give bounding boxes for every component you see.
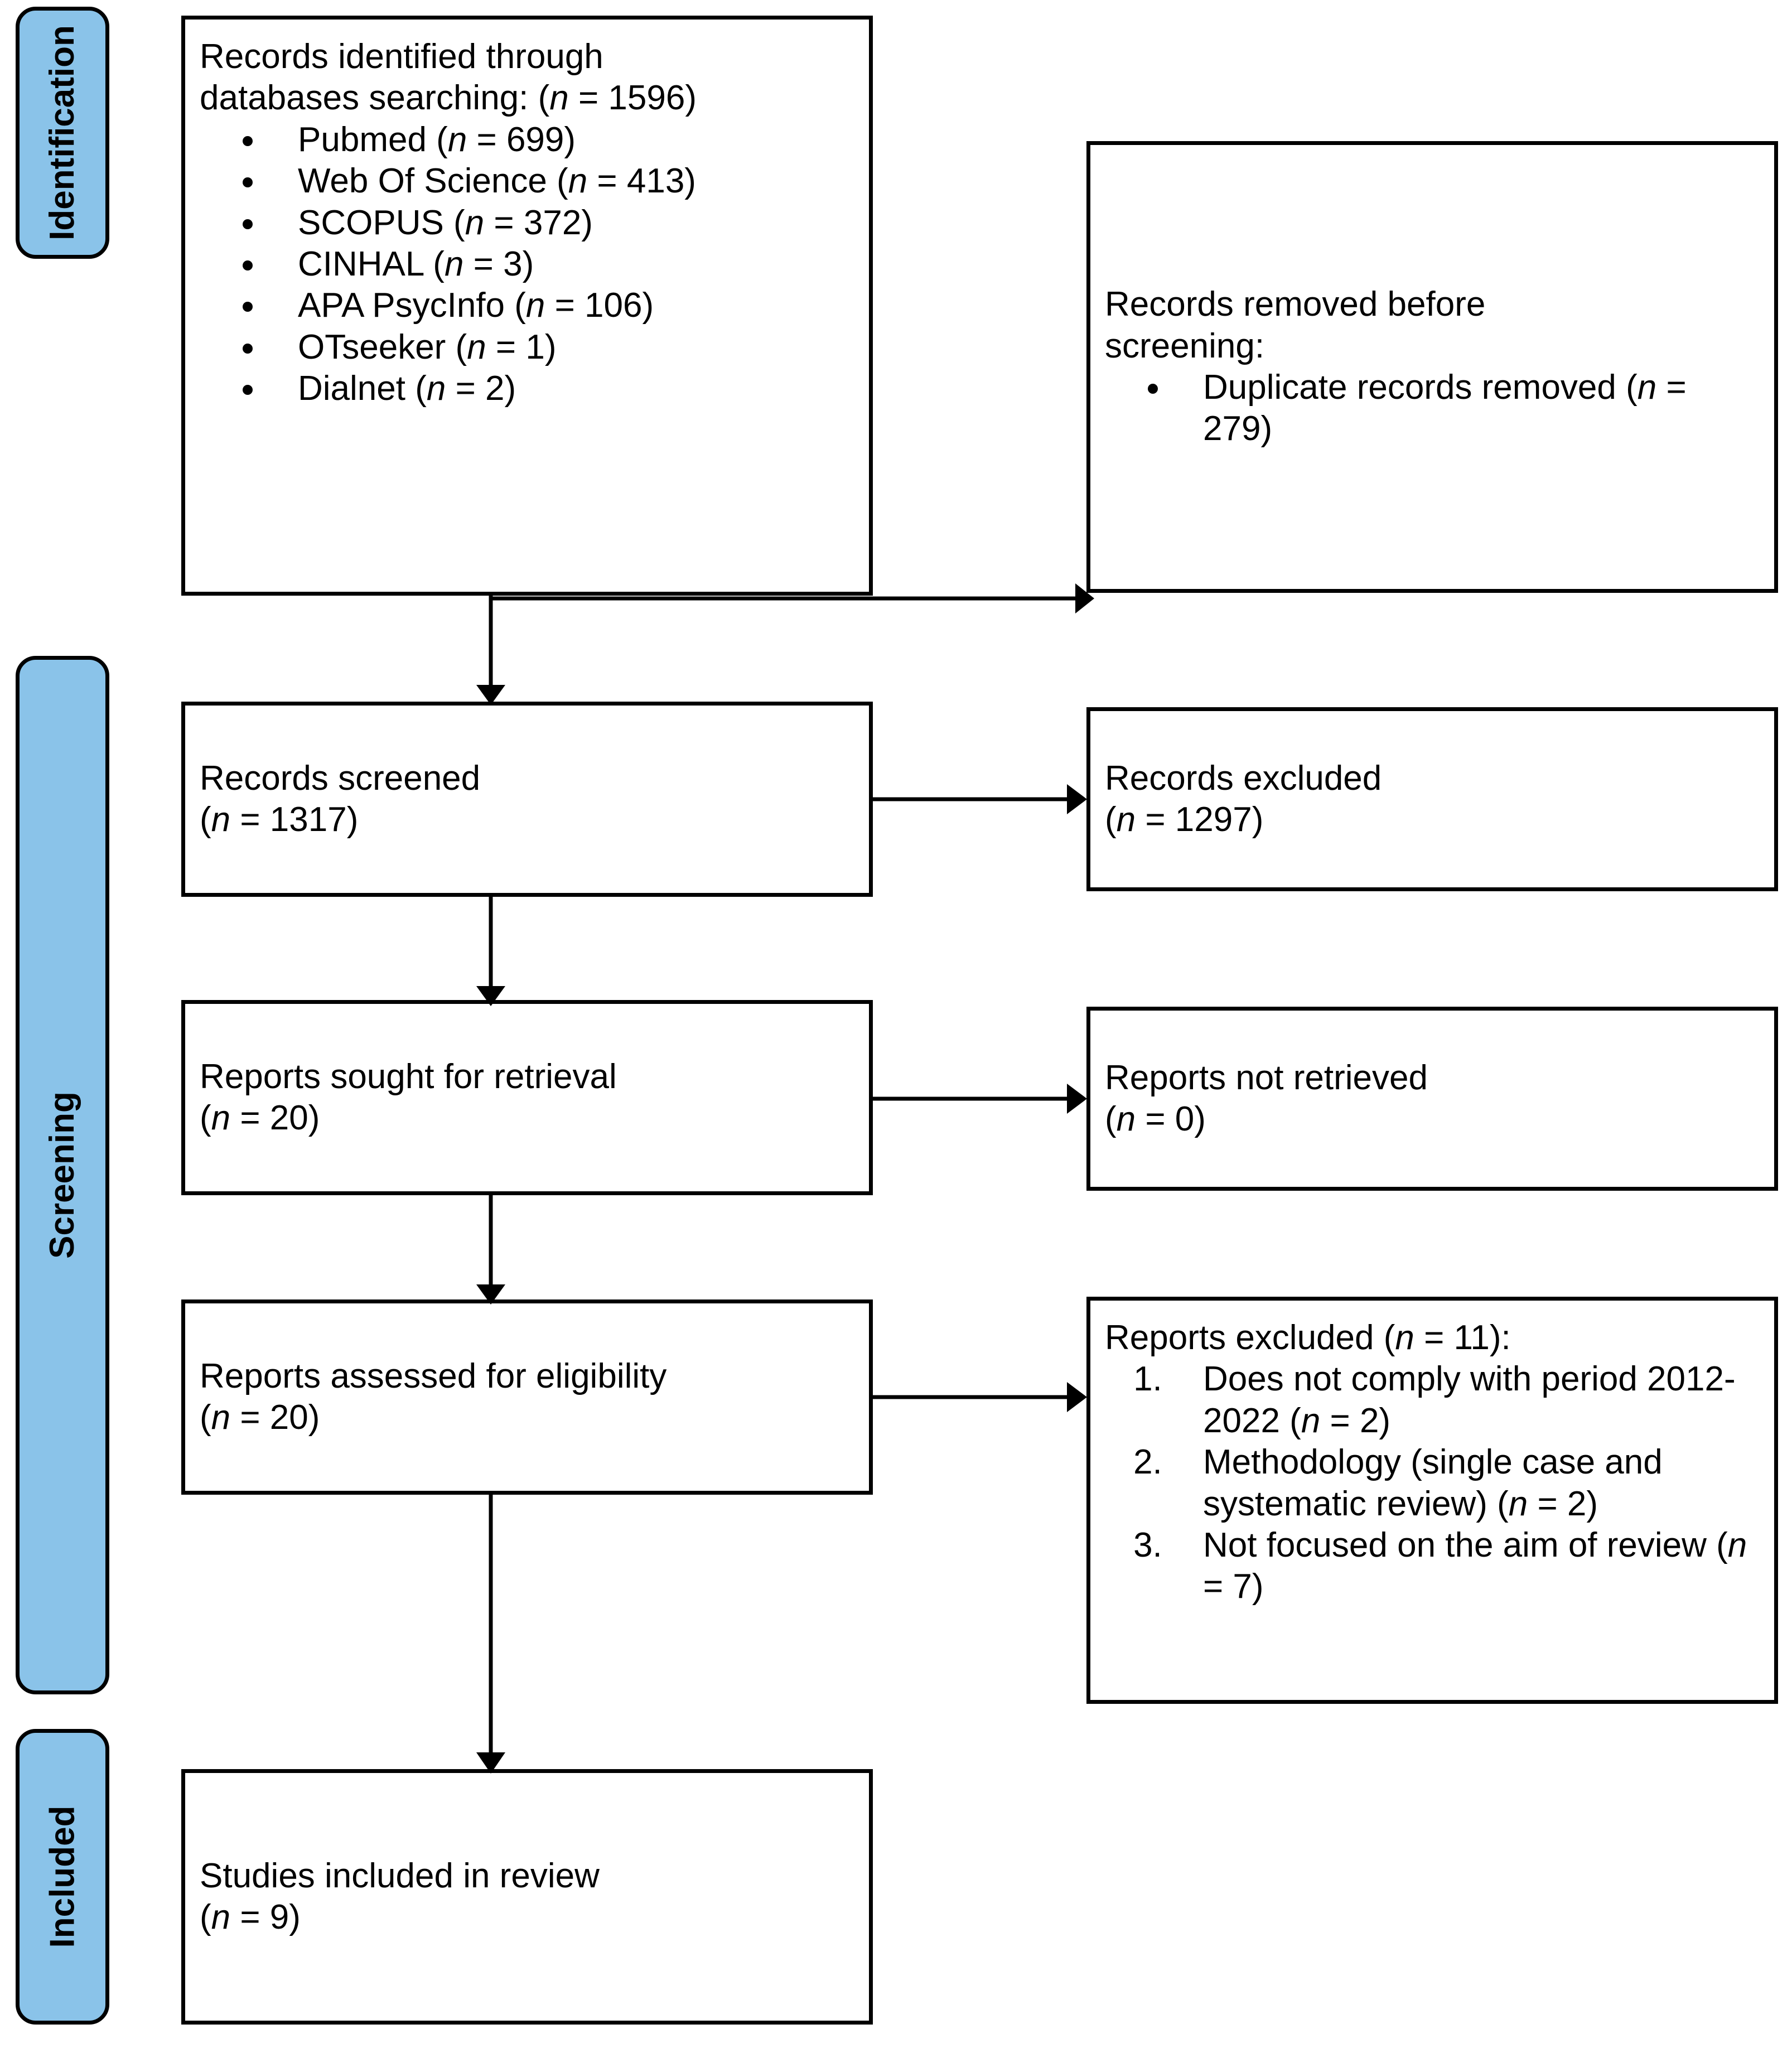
list-item: Web Of Science (n = 413) bbox=[267, 161, 854, 202]
records-screened-line1: Records screened bbox=[200, 759, 481, 798]
connector-sought-to-not-retrieved bbox=[873, 1084, 1096, 1114]
list-item: Does not comply with period 2012-2022 (n… bbox=[1172, 1359, 1760, 1442]
records-identified-source-list: Pubmed (n = 699) Web Of Science (n = 413… bbox=[200, 119, 854, 410]
connector-identified-elbow-riser bbox=[489, 368, 494, 598]
box-records-identified: Records identified through databases sea… bbox=[181, 16, 873, 596]
reports-excluded-reason-list: Does not comply with period 2012-2022 (n… bbox=[1105, 1359, 1760, 1607]
reports-sought-line1: Reports sought for retrieval bbox=[200, 1057, 617, 1096]
stage-bar-screening: Screening bbox=[16, 656, 109, 1694]
box-reports-not-retrieved: Reports not retrieved (n = 0) bbox=[1086, 1007, 1778, 1191]
records-removed-heading-line2: screening: bbox=[1105, 326, 1265, 365]
records-identified-heading-line1: Records identified through bbox=[200, 37, 603, 76]
list-item: OTseeker (n = 1) bbox=[267, 327, 854, 368]
stage-label-identification: Identification bbox=[43, 25, 81, 240]
records-removed-item-list: Duplicate records removed (n = 279) bbox=[1105, 367, 1760, 450]
reports-not-retrieved-line1: Reports not retrieved bbox=[1105, 1058, 1428, 1097]
list-item: Not focused on the aim of review (n = 7) bbox=[1172, 1525, 1760, 1608]
list-item: Pubmed (n = 699) bbox=[267, 119, 854, 161]
box-reports-excluded: Reports excluded (n = 11): Does not comp… bbox=[1086, 1297, 1778, 1704]
records-identified-heading-line2: databases searching: (n = 1596) bbox=[200, 79, 697, 118]
connector-identified-to-removed bbox=[491, 583, 1094, 613]
records-excluded-line2: (n = 1297) bbox=[1105, 800, 1264, 839]
connector-screened-to-excluded bbox=[873, 784, 1096, 814]
reports-assessed-line1: Reports assessed for eligibility bbox=[200, 1356, 667, 1395]
records-screened-line2: (n = 1317) bbox=[200, 800, 359, 839]
list-item: Methodology (single case and systematic … bbox=[1172, 1442, 1760, 1525]
stage-label-included: Included bbox=[43, 1805, 81, 1948]
reports-sought-line2: (n = 20) bbox=[200, 1099, 320, 1137]
connector-assessed-to-reports-excluded bbox=[873, 1382, 1096, 1412]
connector-assessed-to-included bbox=[476, 1495, 505, 1774]
list-item: CINHAL (n = 3) bbox=[267, 244, 854, 285]
box-reports-assessed-for-eligibility: Reports assessed for eligibility (n = 20… bbox=[181, 1299, 873, 1495]
reports-not-retrieved-line2: (n = 0) bbox=[1105, 1100, 1206, 1138]
box-records-removed-before-screening: Records removed before screening: Duplic… bbox=[1086, 141, 1778, 593]
box-records-screened: Records screened (n = 1317) bbox=[181, 702, 873, 897]
records-removed-heading-line1: Records removed before bbox=[1105, 285, 1486, 324]
stage-bar-included: Included bbox=[16, 1729, 109, 2025]
stage-bar-identification: Identification bbox=[16, 7, 109, 259]
box-records-excluded: Records excluded (n = 1297) bbox=[1086, 707, 1778, 891]
connector-screened-to-sought bbox=[476, 897, 505, 1006]
reports-assessed-line2: (n = 20) bbox=[200, 1398, 320, 1437]
stage-label-screening: Screening bbox=[43, 1091, 81, 1259]
studies-included-line2: (n = 9) bbox=[200, 1898, 301, 1936]
connector-sought-to-assessed bbox=[476, 1195, 505, 1305]
connector-identified-to-screened bbox=[476, 596, 505, 705]
studies-included-line1: Studies included in review bbox=[200, 1856, 600, 1895]
list-item: Duplicate records removed (n = 279) bbox=[1172, 367, 1760, 450]
list-item: APA PsycInfo (n = 106) bbox=[267, 285, 854, 326]
records-excluded-line1: Records excluded bbox=[1105, 759, 1382, 798]
box-reports-sought-for-retrieval: Reports sought for retrieval (n = 20) bbox=[181, 1000, 873, 1195]
list-item: Dialnet (n = 2) bbox=[267, 368, 854, 409]
box-studies-included-in-review: Studies included in review (n = 9) bbox=[181, 1769, 873, 2025]
reports-excluded-heading: Reports excluded (n = 11): bbox=[1105, 1318, 1511, 1357]
list-item: SCOPUS (n = 372) bbox=[267, 202, 854, 244]
